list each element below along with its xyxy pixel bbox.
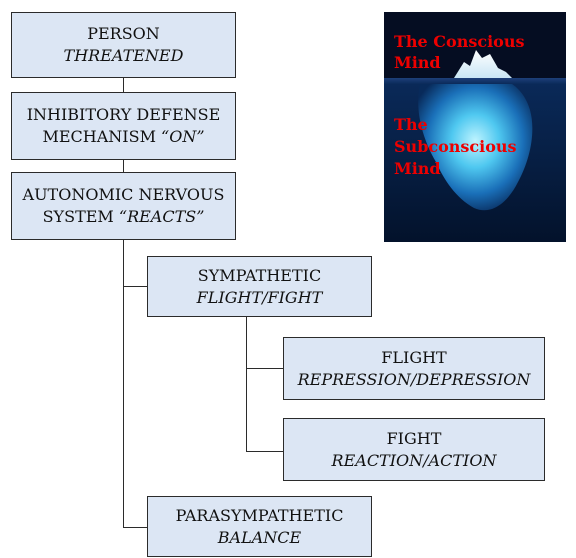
autonomic-state: “REACTS” [118,207,205,226]
subconscious-mind-line2: Subconscious [394,137,517,156]
parasympathetic-box: PARASYMPATHETIC BALANCE [147,496,372,557]
conscious-mind-line2: Mind [394,53,441,72]
iceberg-illustration [384,12,566,211]
sympathetic-label: SYMPATHETIC [197,265,322,285]
sympathetic-box: SYMPATHETIC FLIGHT/FIGHT [147,256,372,317]
inhibitory-state: “ON” [161,127,205,146]
connector-to-fight [246,451,283,452]
connector-sympathetic-trunk [246,317,247,452]
inhibitory-label-line1: INHIBITORY DEFENSE [26,105,221,124]
subconscious-mind-line1: The [394,115,428,134]
connector-to-sympathetic [123,286,147,287]
iceberg-tip [454,50,512,78]
connector-autonomic-trunk [123,240,124,528]
fight-state: REACTION/ACTION [331,450,497,470]
water-surface [384,78,566,84]
conscious-mind-line1: The Conscious [394,32,525,51]
autonomic-label-line2: SYSTEM “REACTS” [43,206,205,228]
flight-label: FLIGHT [381,347,447,367]
autonomic-nervous-box: AUTONOMIC NERVOUS SYSTEM “REACTS” [11,172,236,240]
connector-to-parasympathetic [123,527,147,528]
subconscious-mind-line3: Mind [394,159,441,178]
sympathetic-state: FLIGHT/FIGHT [196,287,323,307]
autonomic-system-text: SYSTEM [42,207,119,226]
autonomic-label-line1: AUTONOMIC NERVOUS [22,185,225,204]
iceberg-image: The Conscious Mind The Subconscious Mind [384,12,566,242]
inhibitory-label-line2: MECHANISM “ON” [42,126,204,148]
fight-label: FIGHT [386,428,442,448]
person-box: PERSON THREATENED [11,12,236,78]
connector-person-inhibitory [123,78,124,92]
parasympathetic-label: PARASYMPATHETIC [175,505,344,525]
flight-box: FLIGHT REPRESSION/DEPRESSION [283,337,545,400]
connector-to-flight [246,368,283,369]
inhibitory-mechanism-text: MECHANISM [42,127,162,146]
connector-inhibitory-autonomic [123,160,124,172]
flight-state: REPRESSION/DEPRESSION [297,369,531,389]
parasympathetic-state: BALANCE [217,527,302,547]
iceberg-underwater [418,84,533,211]
person-label: PERSON [87,24,160,43]
person-state: THREATENED [63,46,184,65]
fight-box: FIGHT REACTION/ACTION [283,418,545,481]
inhibitory-defense-box: INHIBITORY DEFENSE MECHANISM “ON” [11,92,236,160]
